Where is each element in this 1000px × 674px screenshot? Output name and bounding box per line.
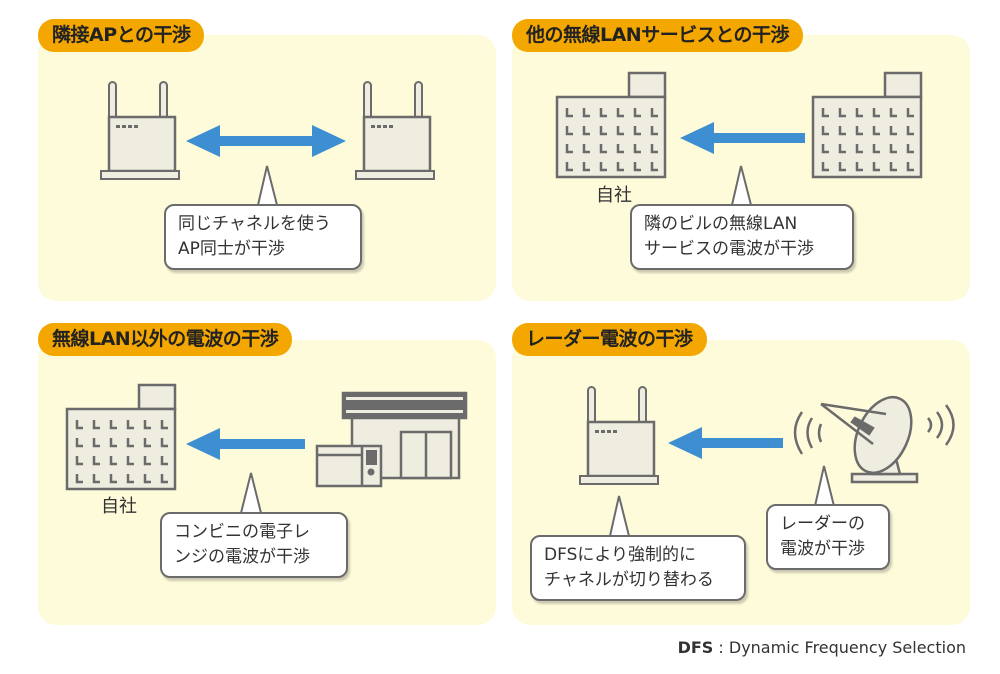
footnote-text: Dynamic Frequency Selection (728, 638, 966, 657)
panel-title-radar: レーダー電波の干渉 (512, 323, 707, 356)
microwave-icon (315, 444, 383, 488)
neighbor-building-icon (813, 73, 921, 177)
callout-radar: レーダーの 電波が干渉 (766, 504, 890, 570)
convenience-store-icon (341, 391, 468, 480)
radar-dish-icon (793, 395, 955, 484)
callout-dfs: DFSにより強制的に チャネルが切り替わる (530, 535, 746, 601)
double-arrow-icon (186, 125, 346, 157)
own-building-icon (557, 73, 665, 177)
arrow-left-icon (186, 428, 305, 460)
panel-title-other-wlan: 他の無線LANサービスとの干渉 (512, 19, 804, 52)
access-point-icon (354, 80, 436, 181)
access-point-icon (99, 80, 181, 181)
footnote-sep: : (713, 638, 729, 657)
callout-other-wlan: 隣のビルの無線LAN サービスの電波が干渉 (630, 204, 854, 270)
own-company-label: 自社 (101, 496, 137, 517)
own-building-icon (67, 385, 175, 489)
callout-non-wlan: コンビニの電子レ ンジの電波が干渉 (160, 512, 348, 578)
panel-title-non-wlan: 無線LAN以外の電波の干渉 (38, 323, 293, 356)
footnote-abbr: DFS (677, 638, 714, 657)
panel-title-adjacent-ap: 隣接APとの干渉 (38, 19, 205, 52)
arrow-left-icon (680, 122, 805, 154)
footnote: DFS : Dynamic Frequency Selection (678, 638, 966, 657)
access-point-icon (578, 385, 660, 486)
own-company-label: 自社 (596, 185, 632, 206)
bubble-pointers (239, 165, 836, 537)
callout-adjacent-ap: 同じチャネルを使う AP同士が干渉 (164, 204, 362, 270)
arrow-left-icon (668, 427, 783, 459)
